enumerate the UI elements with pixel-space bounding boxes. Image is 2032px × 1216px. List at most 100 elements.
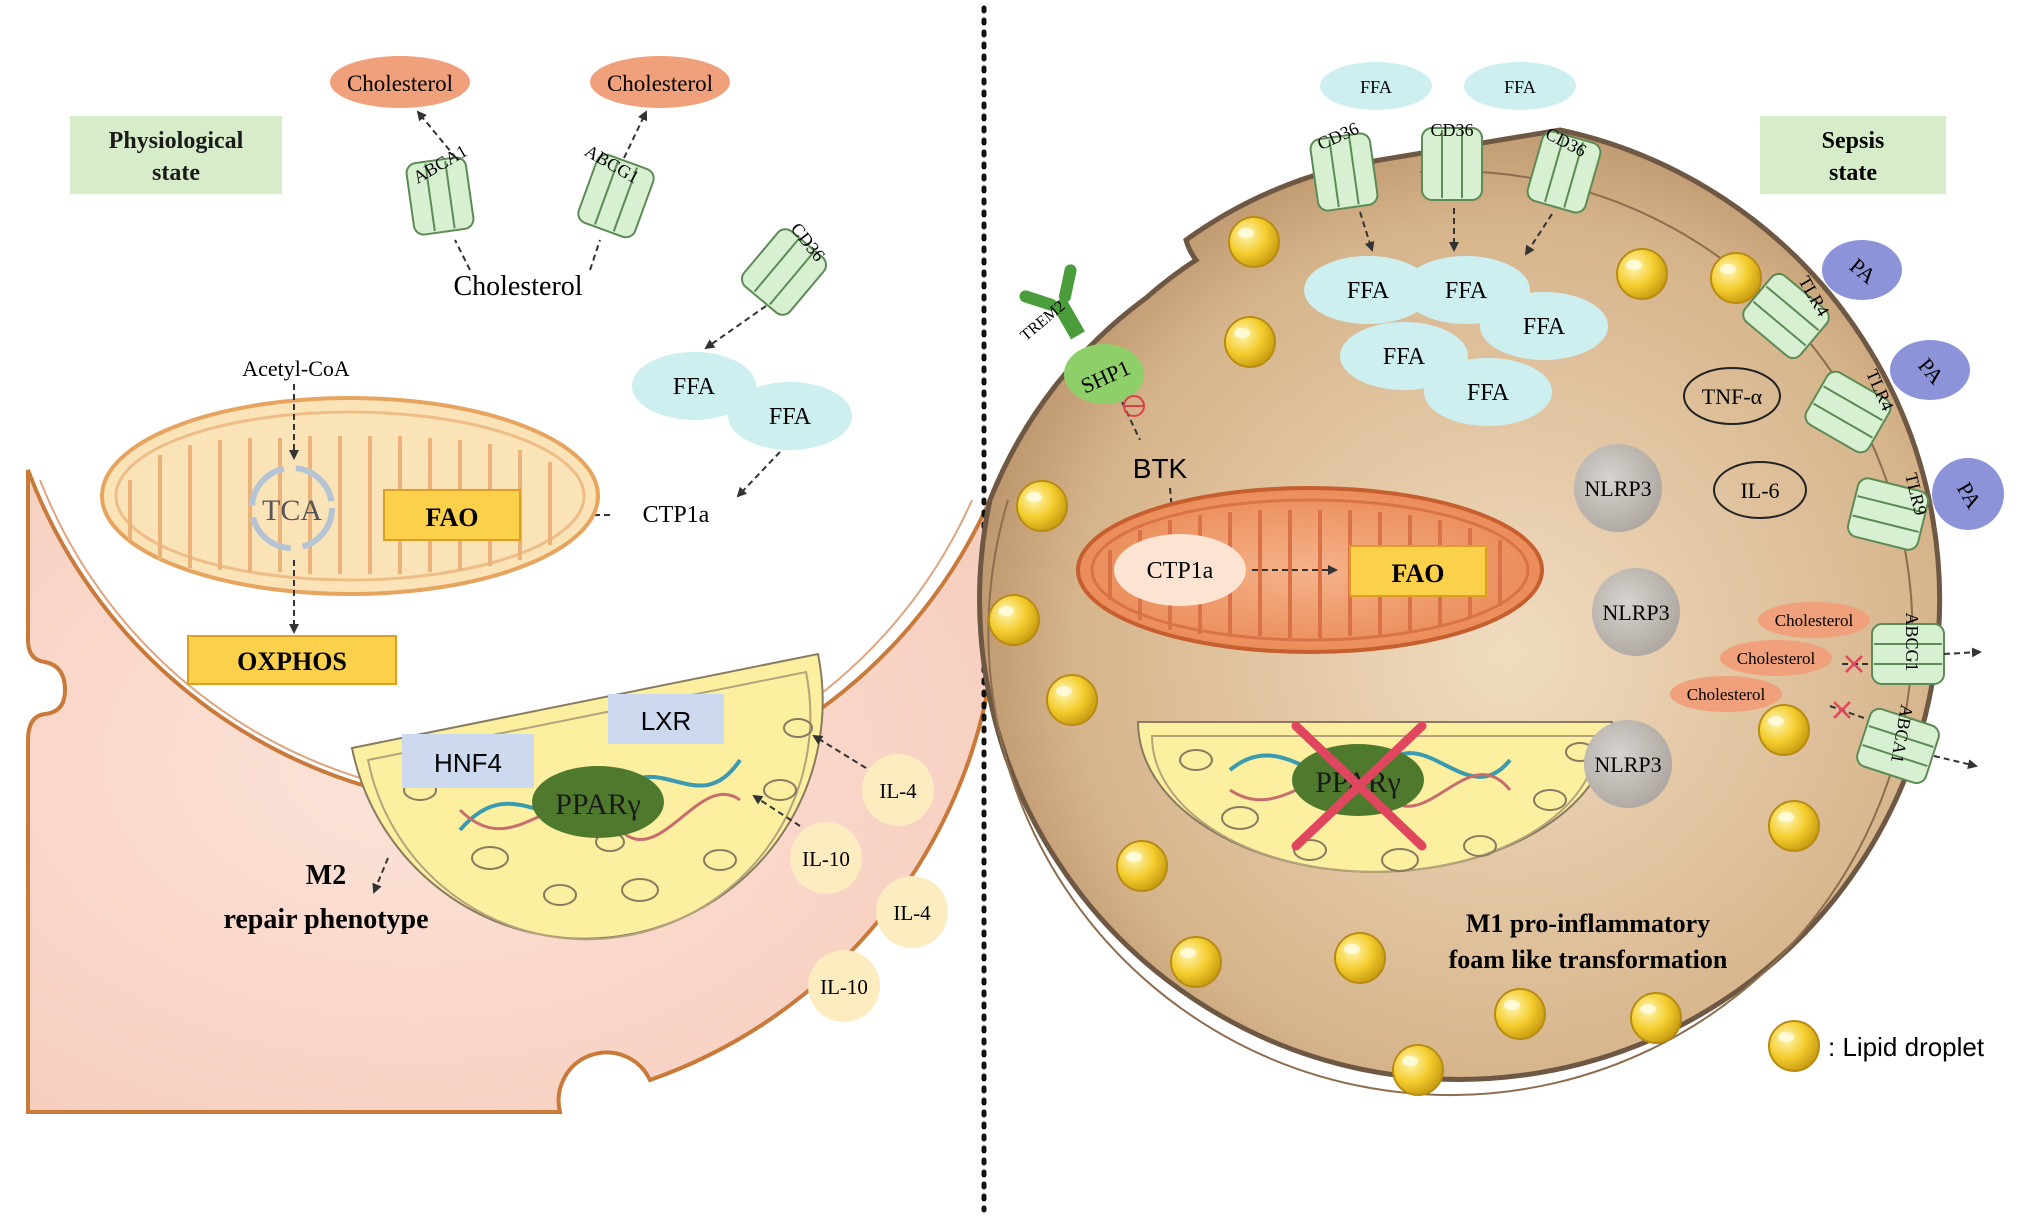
nuclear-pores xyxy=(403,718,813,906)
il4-label: IL-4 xyxy=(879,779,917,803)
lipid-droplet xyxy=(1334,932,1386,984)
ffa-bubble xyxy=(632,352,756,420)
nlrp3-inflammasome xyxy=(1592,568,1680,656)
lipid-droplet xyxy=(1224,316,1276,368)
m2-label: M2 xyxy=(306,860,346,891)
ffa-out-bubble xyxy=(1320,62,1432,110)
mitochondrion xyxy=(100,396,600,596)
ffa-out-bubble xyxy=(1464,62,1576,110)
ctp1a-label: CTP1a xyxy=(1147,558,1214,584)
abcg1-label: ABCG1 xyxy=(1902,612,1922,671)
tca-cycle-icon xyxy=(249,465,335,551)
cholesterol-inner-label: Cholesterol xyxy=(453,271,582,302)
nlrp3-label: NLRP3 xyxy=(1594,752,1661,777)
lipid-droplet xyxy=(1710,252,1762,304)
pa-ligand xyxy=(1822,240,1902,300)
blocked-efflux-arrow xyxy=(1943,647,1982,658)
tnf-alpha-bubble xyxy=(1683,367,1781,425)
cholesterol-out-bubble xyxy=(330,56,470,108)
il6-bubble xyxy=(1713,461,1807,519)
ffa-in-label: FFA xyxy=(1347,278,1390,304)
blocked-efflux-cross xyxy=(1833,701,1851,719)
efflux-arrow xyxy=(589,239,601,271)
sepsis-state-line1: Sepsis xyxy=(1822,128,1885,154)
physiological-state-label xyxy=(70,116,282,194)
lipid-droplet xyxy=(1116,840,1168,892)
efflux-arrow xyxy=(454,239,471,271)
mitochondrion xyxy=(1076,486,1544,654)
sepsis-state-label xyxy=(1760,116,1946,194)
btk-label: BTK xyxy=(1133,453,1188,484)
oxphos-label: OXPHOS xyxy=(237,647,347,676)
ffa-arrow xyxy=(1524,213,1553,256)
ffa-in-bubble xyxy=(1304,256,1432,324)
m1-foam-label: foam like transformation xyxy=(1449,945,1728,974)
cholesterol-bubble xyxy=(1758,602,1870,638)
ffa-in-bubble xyxy=(1424,358,1552,426)
cholesterol-out-label: Cholesterol xyxy=(607,71,713,96)
fao-box xyxy=(1349,545,1487,597)
ppar-gamma-label: PPARγ xyxy=(555,788,641,821)
lipid-droplet xyxy=(1768,800,1820,852)
ffa-bubble xyxy=(728,382,852,450)
tnf-alpha-label: TNF-α xyxy=(1702,384,1763,409)
mitochondrion-inner xyxy=(1090,498,1530,642)
nlrp3-inflammasome xyxy=(1584,720,1672,808)
cholesterol-label: Cholesterol xyxy=(1775,611,1854,630)
right-panel: Sepsis state FFA FFA CD36 CD36 CD36 FFA … xyxy=(977,62,2004,1096)
ffa-out-label: FFA xyxy=(1504,77,1536,97)
lxr-label: LXR xyxy=(641,706,692,736)
il4-label: IL-4 xyxy=(893,901,931,925)
ppar-gamma-blob xyxy=(532,766,664,838)
cytokine-arrow xyxy=(752,794,801,827)
nuclear-pores xyxy=(1179,742,1595,872)
blocked-efflux-arrow xyxy=(1829,705,1865,719)
cholesterol-label: Cholesterol xyxy=(1737,649,1816,668)
tca-label: TCA xyxy=(262,494,322,527)
il10-label: IL-10 xyxy=(802,847,850,871)
blocked-efflux-arrow xyxy=(1933,755,1978,770)
ppar-blocked-cross xyxy=(1291,721,1427,851)
lipid-droplet xyxy=(1016,480,1068,532)
ffa-in-label: FFA xyxy=(1383,344,1426,370)
oxphos-box xyxy=(187,635,397,685)
fao-label: FAO xyxy=(1392,559,1445,588)
ffa-arrow xyxy=(736,451,781,498)
lipid-droplet xyxy=(1494,988,1546,1040)
il4-bubble xyxy=(876,876,948,948)
cholesterol-out-bubble xyxy=(590,56,730,108)
ffa-label: FFA xyxy=(673,374,716,400)
fao-label: FAO xyxy=(426,503,479,532)
legend-lipid-droplet-icon xyxy=(1768,1020,1820,1072)
nlrp3-label: NLRP3 xyxy=(1602,600,1669,625)
lxr-box xyxy=(608,694,724,744)
physiological-state-line2: state xyxy=(152,160,200,186)
nucleus-inner-membrane xyxy=(366,670,812,941)
lipid-droplet xyxy=(1046,674,1098,726)
cholesterol-bubble xyxy=(1670,676,1782,712)
ctp1a-blob xyxy=(1114,534,1246,606)
ffa-in-label: FFA xyxy=(1523,314,1566,340)
left-panel: Physiological state Cholesterol Choleste… xyxy=(26,56,1000,1114)
ffa-in-label: FFA xyxy=(1445,278,1488,304)
nucleus-inner-membrane xyxy=(1150,735,1600,873)
shp1-inhibit-line xyxy=(1121,401,1141,441)
acetyl-coa-label: Acetyl-CoA xyxy=(242,356,350,381)
nlrp3-label: NLRP3 xyxy=(1584,476,1651,501)
hnf4-label: HNF4 xyxy=(434,748,502,778)
il10-label: IL-10 xyxy=(820,975,868,999)
lipid-droplet xyxy=(1170,936,1222,988)
ffa-out-label: FFA xyxy=(1360,77,1392,97)
cholesterol-out-label: Cholesterol xyxy=(347,71,453,96)
ffa-arrow xyxy=(1359,211,1375,252)
nucleus-to-m2-arrow xyxy=(372,857,389,894)
trem2-receptor xyxy=(1019,264,1085,340)
il6-label: IL-6 xyxy=(1740,478,1779,503)
lipid-droplet xyxy=(1630,992,1682,1044)
lipid-droplet xyxy=(988,594,1040,646)
il10-bubble xyxy=(808,950,880,1022)
cytokine-arrow xyxy=(812,734,867,769)
physiological-state-line1: Physiological xyxy=(109,128,244,154)
lipid-droplet xyxy=(1228,216,1280,268)
